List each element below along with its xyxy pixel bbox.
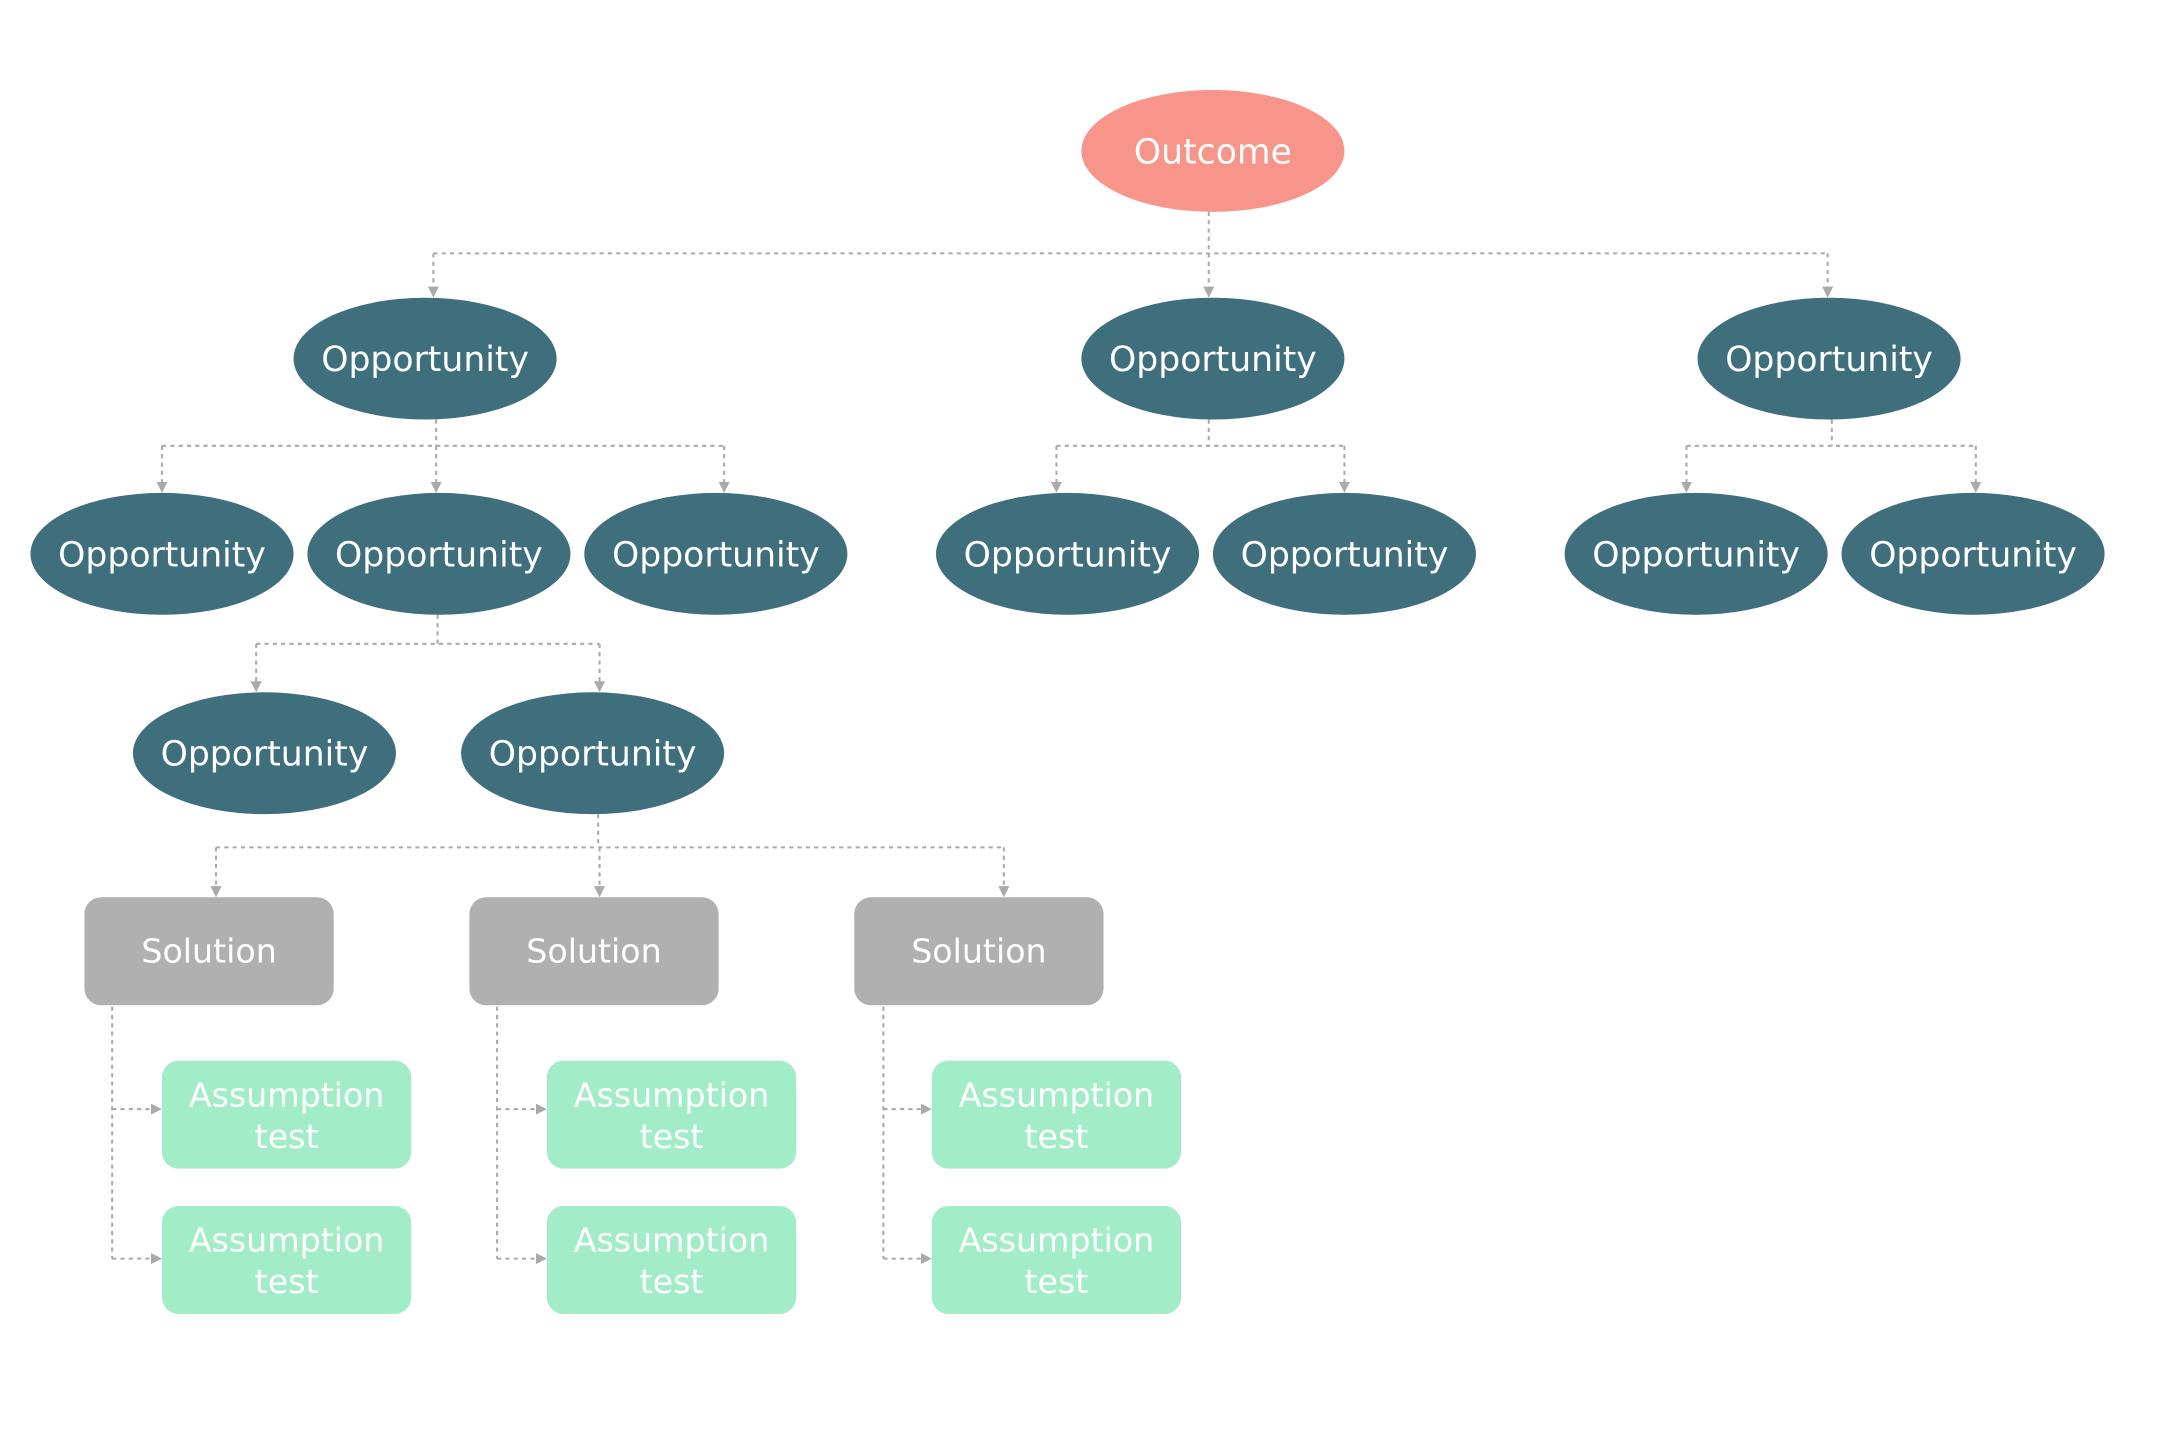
opportunity-node: Opportunity <box>30 492 294 615</box>
opportunity-node: Opportunity <box>1697 297 1961 420</box>
opportunity-node: Opportunity <box>1212 492 1476 615</box>
solution-node: Solution <box>469 897 719 1006</box>
opportunity-node: Opportunity <box>132 692 396 815</box>
opportunity-node: Opportunity <box>1841 492 2105 615</box>
outcome-node: Outcome <box>1081 89 1345 212</box>
assumption-test-node: Assumption test <box>931 1060 1182 1169</box>
opportunity-node: Opportunity <box>1081 297 1345 420</box>
assumption-test-node: Assumption test <box>161 1060 412 1169</box>
solution-node: Solution <box>84 897 334 1006</box>
opportunity-node: Opportunity <box>1564 492 1828 615</box>
opportunity-node: Opportunity <box>935 492 1200 615</box>
solution-node: Solution <box>854 897 1104 1006</box>
assumption-test-node: Assumption test <box>546 1060 797 1169</box>
opportunity-node: Opportunity <box>461 692 725 815</box>
opportunity-node: Opportunity <box>584 492 848 615</box>
opportunity-node: Opportunity <box>293 297 557 420</box>
opportunity-node: Opportunity <box>307 492 571 615</box>
assumption-test-node: Assumption test <box>931 1205 1182 1314</box>
assumption-test-node: Assumption test <box>546 1205 797 1314</box>
assumption-test-node: Assumption test <box>161 1205 412 1314</box>
